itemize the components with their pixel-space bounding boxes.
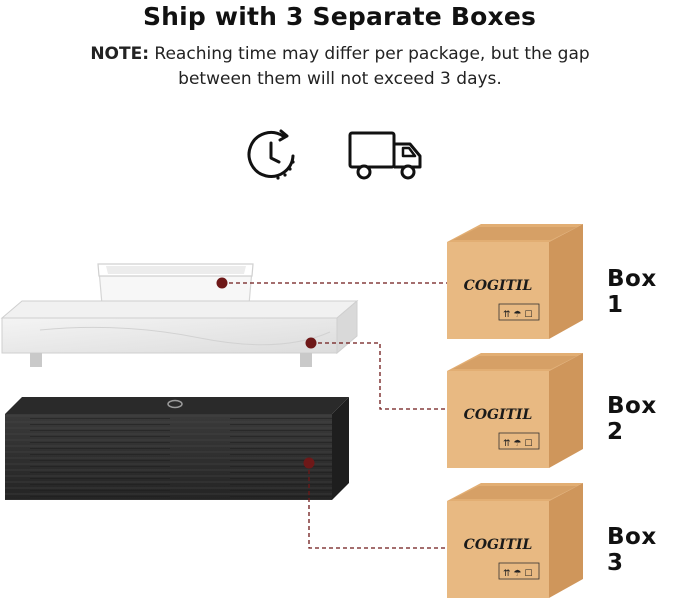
svg-text:⇈ ☂ ☐: ⇈ ☂ ☐ bbox=[503, 439, 532, 449]
shipping-box-2: COGITIL ⇈ ☂ ☐ bbox=[447, 353, 583, 468]
note-text: Reaching time may differ per package, bu… bbox=[149, 44, 590, 89]
svg-text:⇈ ☂ ☐: ⇈ ☂ ☐ bbox=[503, 569, 532, 579]
box-brand-logo: COGITIL bbox=[464, 407, 533, 423]
box-label-3: Box 3 bbox=[607, 524, 657, 576]
delivery-truck-icon bbox=[348, 131, 422, 180]
box-brand-logo: COGITIL bbox=[464, 537, 533, 553]
box-label-1: Box 1 bbox=[607, 266, 657, 318]
marker-dot-3 bbox=[303, 457, 315, 469]
connector-lines bbox=[222, 282, 447, 549]
box-brand-logo: COGITIL bbox=[464, 278, 533, 294]
page-title: Ship with 3 Separate Boxes bbox=[142, 2, 537, 31]
note-label: NOTE: bbox=[90, 44, 150, 64]
marker-dot-2 bbox=[305, 337, 317, 349]
shipping-box-3: COGITIL ⇈ ☂ ☐ bbox=[447, 483, 583, 598]
svg-text:⇈ ☂ ☐: ⇈ ☂ ☐ bbox=[503, 310, 532, 320]
marble-countertop bbox=[0, 299, 359, 367]
box-label-2: Box 2 bbox=[607, 393, 657, 445]
wood-cabinet bbox=[5, 397, 349, 500]
shipping-note: NOTE: Reaching time may differ per packa… bbox=[60, 42, 620, 92]
marker-dot-1 bbox=[216, 277, 228, 289]
clock-icon bbox=[247, 129, 295, 180]
shipping-box-1: COGITIL ⇈ ☂ ☐ bbox=[447, 224, 583, 339]
